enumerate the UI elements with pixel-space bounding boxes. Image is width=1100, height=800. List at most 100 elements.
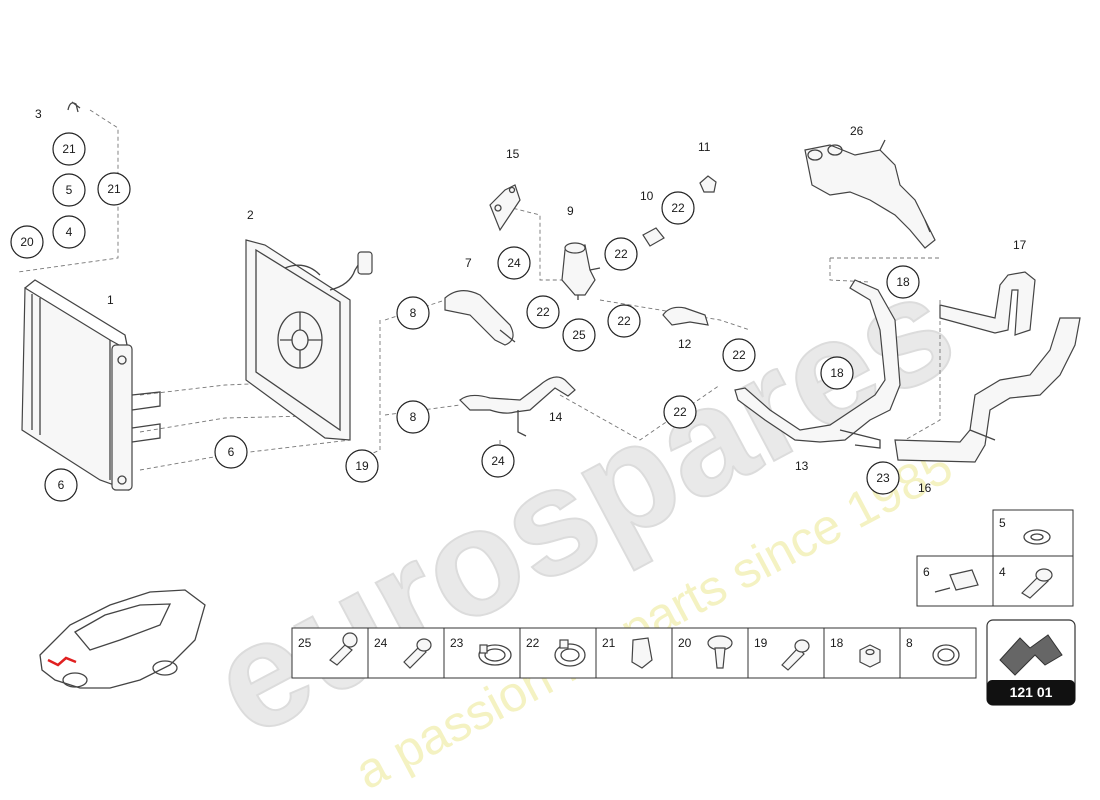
- legend-icon-bolt-washer: [329, 632, 358, 666]
- svg-text:8: 8: [410, 306, 417, 320]
- callout-6-b: 6: [214, 435, 248, 469]
- svg-text:6: 6: [58, 478, 65, 492]
- highlighted-area: [47, 656, 77, 667]
- part-3-clip: [67, 101, 81, 113]
- legend-top: 5 6 4: [916, 509, 1074, 607]
- label-3: 3: [35, 107, 42, 121]
- svg-text:4: 4: [66, 225, 73, 239]
- legend-icon-clamp-ring: [932, 644, 960, 666]
- callout-22-b: 22: [604, 237, 638, 271]
- part-12-hose: [662, 306, 709, 326]
- part-10-coupling: [642, 227, 665, 247]
- diagram-code: 121 01: [1010, 684, 1053, 700]
- svg-text:22: 22: [617, 314, 631, 328]
- callout-5: 5: [52, 173, 86, 207]
- legend-23-num: 23: [450, 636, 464, 650]
- svg-text:20: 20: [20, 235, 34, 249]
- label-9: 9: [567, 204, 574, 218]
- part-11-connector: [699, 175, 717, 193]
- callout-18-a: 18: [886, 265, 920, 299]
- legend-5-num: 5: [999, 516, 1006, 530]
- part-15-bracket: [489, 184, 521, 232]
- part-9-valve: [561, 242, 601, 300]
- callout-24-a: 24: [497, 246, 531, 280]
- callout-8-a: 8: [396, 296, 430, 330]
- car-thumbnail: [39, 589, 206, 689]
- part-14-hose: [459, 376, 576, 437]
- legend-bottom: 25 24 23 22 21 20 19 18 8: [291, 627, 977, 679]
- legend-20-num: 20: [678, 636, 692, 650]
- label-13: 13: [795, 459, 809, 473]
- callout-6-a: 6: [44, 468, 78, 502]
- svg-text:21: 21: [62, 142, 76, 156]
- callout-22-c: 22: [661, 191, 695, 225]
- label-1: 1: [107, 293, 114, 307]
- callout-22-e: 22: [722, 338, 756, 372]
- svg-text:22: 22: [614, 247, 628, 261]
- legend-18-num: 18: [830, 636, 844, 650]
- callout-22-a: 22: [526, 295, 560, 329]
- svg-text:22: 22: [732, 348, 746, 362]
- label-2: 2: [247, 208, 254, 222]
- callout-8-b: 8: [396, 400, 430, 434]
- svg-text:18: 18: [896, 275, 910, 289]
- legend-24-num: 24: [374, 636, 388, 650]
- callout-18-b: 18: [820, 356, 854, 390]
- callouts: 21 5 4 20 21 6 6 8 8 19 24 24 22 22 22 2…: [10, 132, 920, 502]
- callout-20: 20: [10, 225, 44, 259]
- callout-21-a: 21: [52, 132, 86, 166]
- callout-22-d: 22: [607, 304, 641, 338]
- svg-text:24: 24: [507, 256, 521, 270]
- svg-text:21: 21: [107, 182, 121, 196]
- svg-text:22: 22: [536, 305, 550, 319]
- svg-text:6: 6: [228, 445, 235, 459]
- callout-19: 19: [345, 449, 379, 483]
- legend-icon-clip: [631, 637, 653, 669]
- legend-22-num: 22: [526, 636, 540, 650]
- part-17-hose: [939, 271, 1036, 336]
- callout-21-b: 21: [97, 172, 131, 206]
- legend-6-num: 6: [923, 565, 930, 579]
- svg-text:22: 22: [673, 405, 687, 419]
- svg-text:23: 23: [876, 471, 890, 485]
- callout-4: 4: [52, 215, 86, 249]
- part-2-fan-shroud: [245, 239, 373, 441]
- svg-text:5: 5: [66, 183, 73, 197]
- part-13-pipe: [734, 279, 901, 449]
- legend-19-num: 19: [754, 636, 768, 650]
- legend-icon-hose-clamp: [478, 644, 512, 666]
- callout-24-b: 24: [481, 444, 515, 478]
- svg-text:22: 22: [671, 201, 685, 215]
- arrow-icon: [999, 634, 1063, 676]
- legend-8-num: 8: [906, 636, 913, 650]
- part-26-pipe-assembly: [804, 139, 936, 249]
- legend-icon-screw: [403, 638, 432, 669]
- svg-text:19: 19: [355, 459, 369, 473]
- part-1-radiator: [21, 279, 161, 491]
- legend-25-num: 25: [298, 636, 312, 650]
- label-12: 12: [678, 337, 692, 351]
- svg-text:18: 18: [830, 366, 844, 380]
- legend-4-num: 4: [999, 565, 1006, 579]
- label-15: 15: [506, 147, 520, 161]
- label-11: 11: [698, 140, 711, 154]
- legend-21-num: 21: [602, 636, 616, 650]
- svg-text:24: 24: [491, 454, 505, 468]
- part-labels: 3 1 2 7 15 9 10 11 12 13 14 16 17 26: [35, 107, 1027, 495]
- part-7-hose: [444, 290, 516, 346]
- part-16-hose: [894, 317, 1081, 463]
- label-17: 17: [1013, 238, 1027, 252]
- callout-22-f: 22: [663, 395, 697, 429]
- label-7: 7: [465, 256, 472, 270]
- svg-text:25: 25: [572, 328, 586, 342]
- legend-icon-nut: [859, 644, 881, 668]
- label-14: 14: [549, 410, 563, 424]
- label-16: 16: [918, 481, 932, 495]
- callout-25: 25: [562, 318, 596, 352]
- legend-icon-bolt: [781, 639, 810, 671]
- diagram-code-box: 121 01: [986, 619, 1076, 706]
- label-26: 26: [850, 124, 864, 138]
- legend-icon-push-rivet: [707, 635, 733, 669]
- callout-23: 23: [866, 461, 900, 495]
